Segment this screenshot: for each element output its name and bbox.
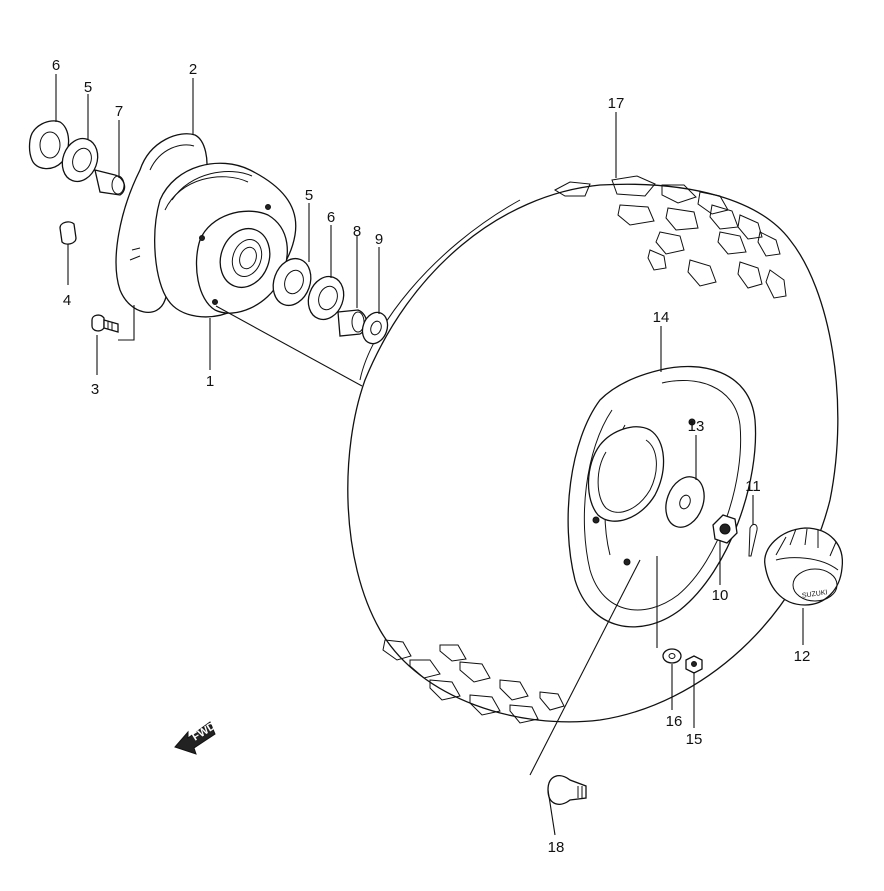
- washer-16: [662, 648, 682, 664]
- rim-washer-13: [665, 476, 705, 528]
- bolt-3: [91, 314, 119, 333]
- leader-lines: [55, 74, 804, 836]
- callout-9: 9: [375, 231, 383, 248]
- tread-bottom: [382, 639, 565, 724]
- callout-5b: 5: [305, 187, 313, 204]
- callout-5a: 5: [84, 79, 92, 96]
- callout-18: 18: [548, 839, 565, 856]
- callout-15: 15: [686, 731, 703, 748]
- brake-drum-hub: [115, 133, 297, 318]
- callout-8: 8: [353, 223, 361, 240]
- wheel-nut-15: [685, 655, 703, 674]
- callout-6b: 6: [327, 209, 335, 226]
- callout-11: 11: [745, 478, 761, 495]
- bearing-5-right: [272, 257, 312, 307]
- cap-marking: SUZUKI: [802, 589, 828, 600]
- callout-2: 2: [189, 61, 197, 78]
- callout-14: 14: [653, 309, 670, 326]
- callout-3: 3: [91, 381, 99, 398]
- plug-4: [59, 221, 77, 245]
- callout-4: 4: [63, 292, 71, 309]
- callout-7: 7: [115, 103, 123, 120]
- tread-top: [553, 175, 787, 299]
- castle-nut-10: [712, 514, 738, 544]
- callout-13: 13: [688, 418, 705, 435]
- hub-cap-12: SUZUKI: [764, 527, 843, 606]
- callout-labels: 1 2 3 4 5 6 7 5 6 8 9 10 11 12 13 14 15 …: [52, 57, 811, 856]
- callout-6a: 6: [52, 57, 60, 74]
- valve-18: [547, 775, 587, 805]
- seal-6-right: [307, 275, 345, 321]
- callout-10: 10: [712, 587, 729, 604]
- spacer-7: [94, 169, 126, 196]
- callout-17: 17: [608, 95, 625, 112]
- washer-9: [361, 311, 389, 345]
- wheel-rim: [567, 365, 757, 628]
- fwd-arrow-icon: FWD: [174, 720, 218, 755]
- callout-1: 1: [206, 373, 214, 390]
- cotter-pin-11: [748, 523, 758, 557]
- callout-12: 12: [794, 648, 811, 665]
- callout-16: 16: [666, 713, 683, 730]
